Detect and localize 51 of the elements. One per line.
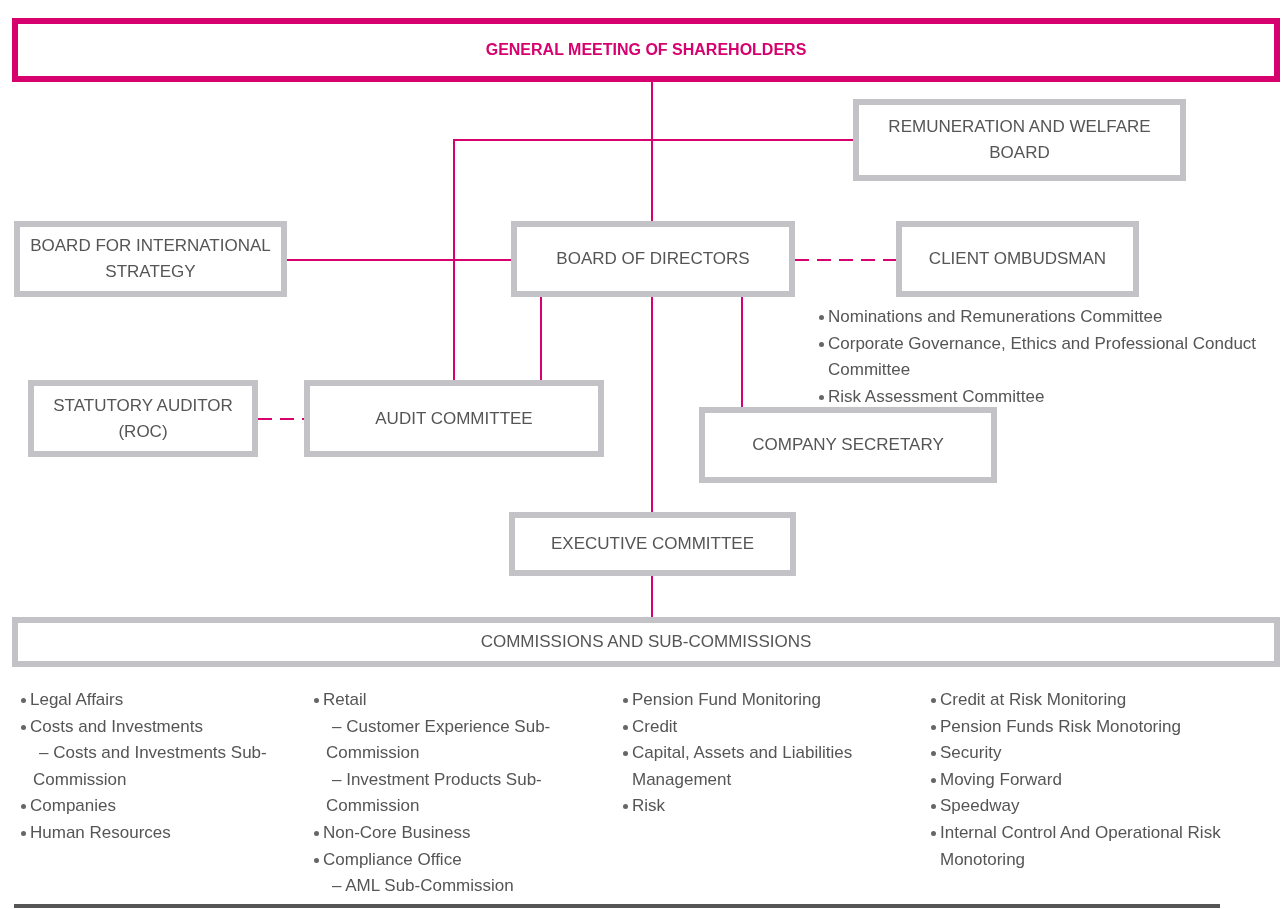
sub-item-text: – AML Sub-Commission — [331, 875, 514, 898]
box-title: BOARD FOR INTERNATIONAL STRATEGY — [29, 235, 272, 283]
connector-line — [651, 575, 653, 618]
box-title: COMMISSIONS AND SUB-COMMISSIONS — [480, 631, 812, 653]
list-item-text: Moving Forward — [940, 768, 1062, 791]
list-item-text: Internal Control And Operational Risk Monotoring — [940, 821, 1222, 871]
org-box — [304, 380, 604, 457]
box-title: EXECUTIVE COMMITTEE — [550, 533, 755, 555]
box-title: CLIENT OMBUDSMAN — [928, 248, 1107, 270]
connector-line — [540, 296, 542, 381]
list-item-text: Credit — [632, 715, 678, 738]
list-item-text: Credit at Risk Monitoring — [940, 689, 1127, 711]
org-box — [511, 221, 795, 297]
dashed-connector — [794, 259, 897, 261]
list-item-text: Human Resources — [30, 821, 171, 844]
list-item-text: Legal Affairs — [30, 689, 124, 711]
list-item-text: Security — [940, 742, 1002, 765]
box-title: AUDIT COMMITTEE — [375, 407, 533, 430]
list-item-text: Capital, Assets and Liabilities Management — [632, 742, 854, 791]
list-item-text: Non-Core Business — [323, 821, 471, 844]
box-title: GENERAL MEETING OF SHAREHOLDERS — [485, 40, 807, 60]
list-item-text: Corporate Governance, Ethics and Professional Conduct Committee — [828, 332, 1258, 382]
header-box — [12, 18, 1280, 82]
box-title: STATUTORY AUDITOR (ROC) — [52, 394, 234, 443]
box-title: REMUNERATION AND WELFARE BOARD — [887, 116, 1152, 164]
list-item-text: Costs and Investments — [30, 715, 203, 738]
list-item-text: Pension Funds Risk Monotoring — [940, 715, 1181, 738]
connector-line — [286, 259, 512, 261]
list-item-text: Nominations and Remunerations Committee — [828, 306, 1163, 328]
org-box — [896, 221, 1139, 297]
org-box — [12, 617, 1280, 667]
box-title: BOARD OF DIRECTORS — [556, 248, 750, 270]
org-box — [14, 221, 287, 297]
dashed-connector — [257, 418, 305, 420]
list-item-text: Pension Fund Monitoring — [632, 689, 821, 711]
box-title: COMPANY SECRETARY — [752, 434, 944, 456]
list-item-text: Retail — [323, 689, 367, 711]
list-item-text: Risk Assessment Committee — [828, 385, 1045, 408]
sub-item-text: – Investment Products Sub-Commission — [326, 768, 543, 818]
connector-line — [651, 296, 653, 513]
list-item-text: Compliance Office — [323, 848, 462, 871]
sub-item-text: – Customer Experience Sub-Commission — [326, 715, 552, 765]
connector-line — [741, 296, 743, 408]
org-box — [699, 407, 997, 483]
org-box — [509, 512, 796, 576]
list-item-text: Risk — [632, 795, 666, 818]
sub-item-text: – Costs and Investments Sub-Commission — [33, 742, 268, 791]
list-item-text: Speedway — [940, 795, 1020, 818]
org-box — [853, 99, 1186, 181]
list-item-text: Companies — [30, 795, 116, 818]
org-box — [28, 380, 258, 457]
